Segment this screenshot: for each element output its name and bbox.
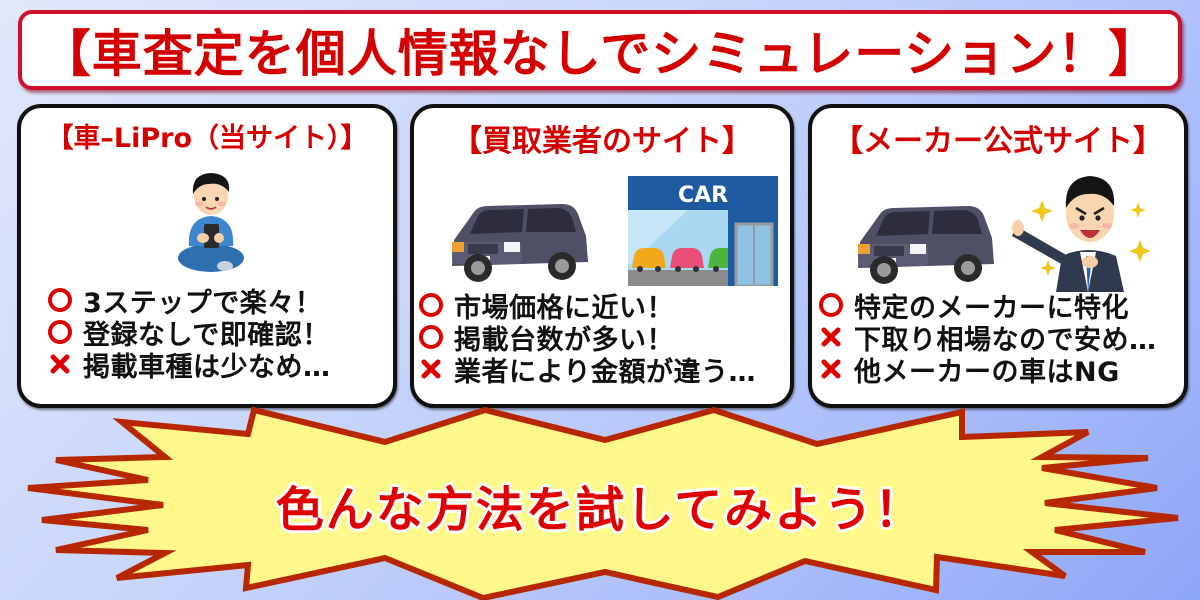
card-lipro: 【車–LiPro（当サイト）】 3ステップで楽々！: [17, 104, 397, 408]
circle-mark-icon: [818, 292, 846, 318]
title-banner: 【車査定を個人情報なしでシミュレーション！】: [18, 10, 1182, 90]
list-item: 業者により金額が違う…: [418, 353, 784, 388]
list-item-text: 他メーカーの車はNG: [854, 356, 1120, 388]
card-title: 【車–LiPro（当サイト）】: [46, 123, 368, 154]
list-item-text: 掲載台数が多い！: [454, 324, 674, 356]
car-dealer-store-icon: CAR: [628, 176, 778, 290]
feature-list: 3ステップで楽々！ 登録なしで即確認！ 掲載車種は少なめ…: [21, 284, 393, 383]
list-item-text: 特定のメーカーに特化: [854, 292, 1129, 324]
suv-car-icon: [444, 192, 594, 288]
list-item: 3ステップで楽々！: [47, 284, 387, 319]
list-item-text: 3ステップで楽々！: [83, 287, 323, 319]
cross-mark-icon: [418, 356, 446, 382]
cross-mark-icon: [47, 351, 75, 377]
feature-list: 市場価格に近い！ 掲載台数が多い！ 業者により金額が違う…: [414, 289, 790, 388]
explosion-burst-shape: [27, 406, 1179, 600]
card-title: 【メーカー公式サイト】: [833, 124, 1163, 159]
list-item: 特定のメーカーに特化: [818, 289, 1178, 324]
list-item-text: 業者により金額が違う…: [454, 356, 756, 388]
person-with-phone-icon: [171, 166, 251, 280]
suv-car-icon: [850, 194, 1000, 290]
circle-mark-icon: [47, 319, 75, 345]
circle-mark-icon: [47, 287, 75, 313]
card-title: 【買取業者のサイト】: [452, 124, 752, 159]
svg-text:CAR: CAR: [678, 183, 728, 208]
list-item-text: 登録なしで即確認！: [83, 319, 330, 351]
page-title: 【車査定を個人情報なしでシミュレーション！】: [40, 25, 1160, 83]
list-item-text: 掲載車種は少なめ…: [83, 351, 331, 383]
list-item-text: 市場価格に近い！: [454, 292, 674, 324]
cross-mark-icon: [818, 356, 846, 382]
cross-mark-icon: [818, 324, 846, 350]
list-item: 市場価格に近い！: [418, 289, 784, 324]
list-item: 掲載車種は少なめ…: [47, 348, 387, 383]
list-item: 他メーカーの車はNG: [818, 353, 1178, 388]
list-item: 登録なしで即確認！: [47, 316, 387, 351]
circle-mark-icon: [418, 324, 446, 350]
card-buyer-site: 【買取業者のサイト】: [410, 104, 794, 408]
card-maker-site: 【メーカー公式サイト】: [808, 104, 1188, 408]
list-item-text: 下取り相場なので安め…: [854, 324, 1157, 356]
feature-list: 特定のメーカーに特化 下取り相場なので安め… 他メーカーの車はNG: [812, 289, 1184, 388]
salesman-icon: [1008, 166, 1168, 296]
list-item: 掲載台数が多い！: [418, 321, 784, 356]
list-item: 下取り相場なので安め…: [818, 321, 1178, 356]
callout-text: 色んな方法を試してみよう！: [275, 482, 925, 538]
circle-mark-icon: [418, 292, 446, 318]
